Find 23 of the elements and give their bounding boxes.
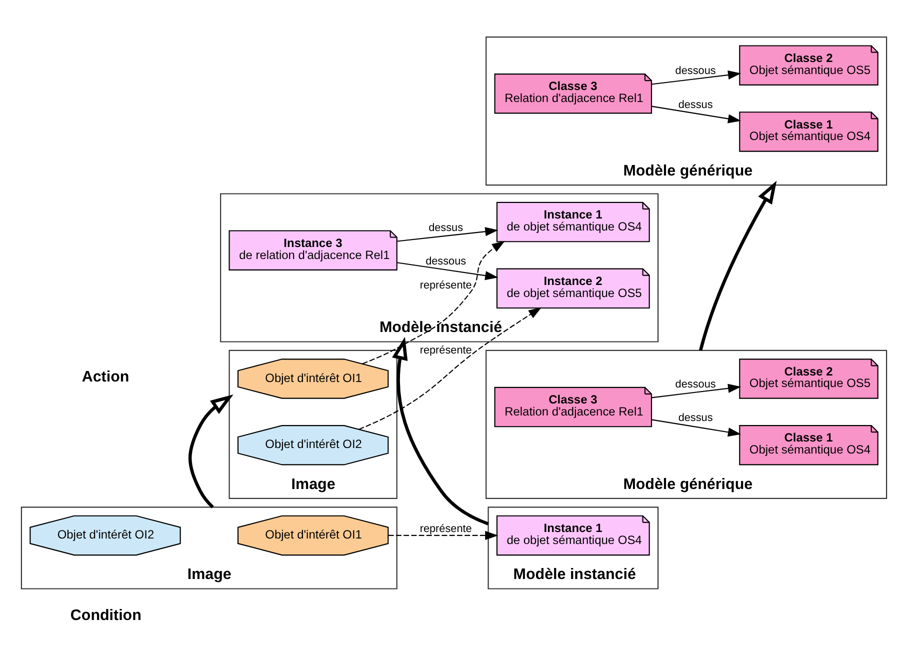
edge-label: représente — [420, 279, 472, 292]
arrow — [358, 307, 542, 430]
arrow — [397, 227, 498, 242]
arrow — [652, 384, 742, 398]
edge-label: dessus — [678, 98, 713, 111]
arrow — [652, 70, 742, 85]
arrow — [362, 240, 506, 364]
arrow — [652, 419, 742, 437]
edge-label: représente — [420, 344, 472, 357]
arrow — [392, 336, 489, 526]
label: Action — [82, 368, 130, 386]
arrow — [388, 530, 498, 540]
edge-label: dessous — [426, 255, 466, 268]
arrow — [397, 262, 498, 280]
edge-label: dessous — [675, 65, 716, 78]
edge-label: dessus — [428, 222, 464, 234]
arrow — [652, 106, 742, 124]
arrow — [188, 394, 234, 508]
edge-label: représente — [420, 523, 472, 536]
arrow — [698, 180, 777, 351]
label: Condition — [70, 607, 142, 624]
edge-label: dessous — [675, 378, 716, 390]
edge-label: dessus — [678, 412, 713, 424]
